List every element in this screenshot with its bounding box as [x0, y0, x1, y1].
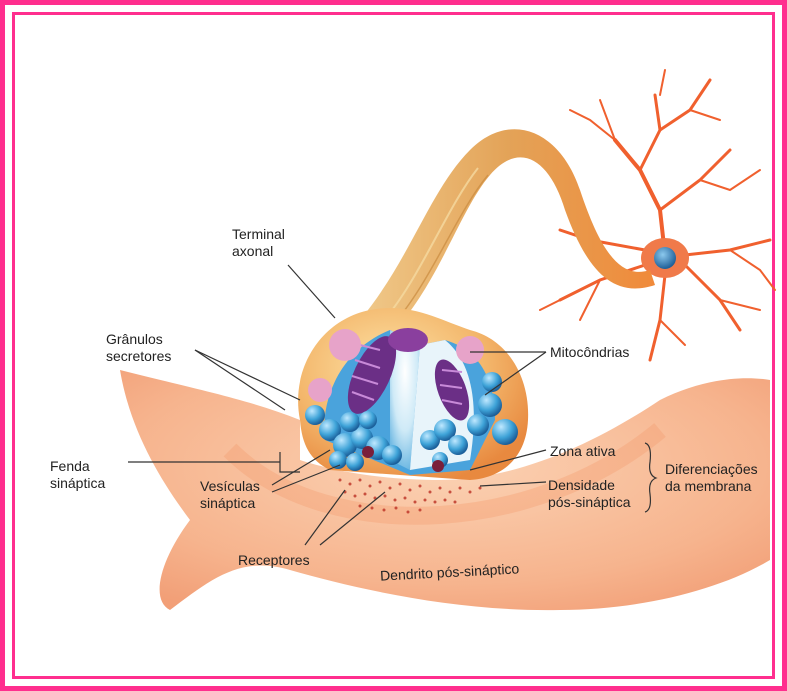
label-granulos: Grânulos secretores: [106, 331, 171, 365]
label-densidade-line2: pós-sináptica: [548, 494, 631, 511]
label-terminal-axonal: Terminal axonal: [232, 226, 285, 260]
label-diferenciacoes: Diferenciações da membrana: [665, 461, 758, 495]
label-terminal-line2: axonal: [232, 243, 285, 260]
label-fenda-line1: Fenda: [50, 458, 105, 475]
label-densidade-line1: Densidade: [548, 477, 631, 494]
label-zona-ativa: Zona ativa: [550, 443, 615, 460]
label-granulos-line1: Grânulos: [106, 331, 171, 348]
nucleus: [654, 247, 676, 269]
label-vesiculas-line1: Vesículas: [200, 478, 260, 495]
label-receptores: Receptores: [238, 552, 310, 569]
label-diferenciacoes-line1: Diferenciações: [665, 461, 758, 478]
label-vesiculas: Vesículas sináptica: [200, 478, 260, 512]
label-granulos-line2: secretores: [106, 348, 171, 365]
label-terminal-line1: Terminal: [232, 226, 285, 243]
label-mitocondrias: Mitocôndrias: [550, 344, 629, 361]
axon: [360, 129, 655, 330]
label-vesiculas-line2: sináptica: [200, 495, 260, 512]
label-fenda-line2: sináptica: [50, 475, 105, 492]
label-fenda: Fenda sináptica: [50, 458, 105, 492]
label-diferenciacoes-line2: da membrana: [665, 478, 758, 495]
label-densidade: Densidade pós-sináptica: [548, 477, 631, 511]
